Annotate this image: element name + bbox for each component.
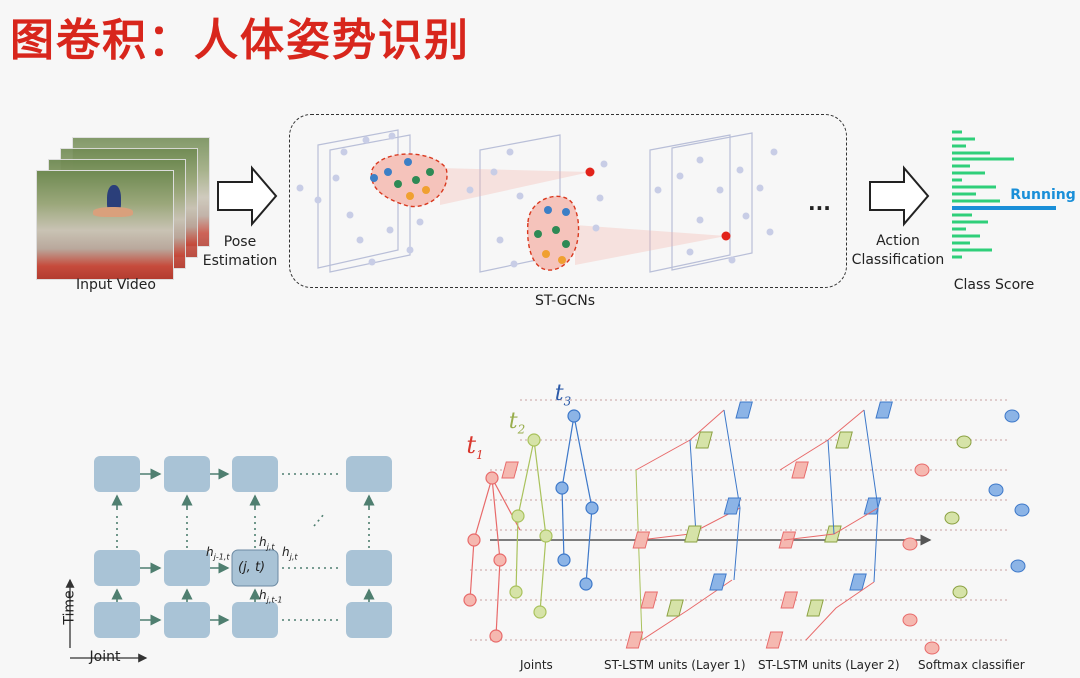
- st-gcn-container: [289, 114, 847, 288]
- t2: t: [508, 409, 518, 434]
- colored-nodes-2: [534, 206, 570, 264]
- layer2-label: ST-LSTM units (Layer 2): [758, 658, 900, 672]
- axis-arrows: [65, 578, 148, 663]
- gcn-nodes: [296, 132, 778, 268]
- h-bottom-label: hj,t-1: [259, 588, 283, 604]
- action-line2: Classification: [851, 252, 945, 268]
- joints-label: Joints: [520, 658, 553, 672]
- h-bottom-sub: j,t-1: [266, 595, 283, 605]
- grid-arrows: [111, 468, 375, 626]
- action-classification-label: Action Classification: [850, 232, 946, 270]
- lstm-layer2-units: [765, 401, 893, 649]
- skeleton-t2: [509, 433, 553, 619]
- t1: t: [466, 431, 476, 459]
- h-bottom: h: [259, 588, 267, 602]
- t3-label: t3: [548, 381, 578, 411]
- class-score-label: Class Score: [953, 277, 1035, 293]
- h-left: h: [206, 545, 214, 559]
- h-left-label: hj-1,t: [206, 545, 230, 561]
- runner-arm: [93, 207, 133, 217]
- action-line1: Action: [876, 233, 920, 249]
- center-cell-highlight: [231, 549, 279, 587]
- t3-sub: 3: [563, 394, 572, 409]
- t2-label: t2: [502, 409, 532, 439]
- joint-axis-label: Joint: [89, 649, 121, 665]
- input-video-label: Input Video: [76, 277, 156, 293]
- t1-label: t1: [460, 433, 490, 465]
- class-score-bars: [952, 130, 1014, 259]
- grid-cells: [94, 456, 392, 638]
- output-node-1: [585, 167, 595, 177]
- skeleton-t1: [463, 471, 521, 643]
- pose-line2: Estimation: [202, 253, 278, 269]
- h-left-sub: j-1,t: [213, 552, 230, 562]
- runner-figure: [107, 185, 121, 213]
- h-right: h: [282, 545, 290, 559]
- t1-sub: 1: [476, 447, 484, 462]
- pose-line1: Pose: [223, 234, 257, 250]
- colored-nodes-1: [370, 158, 434, 200]
- h-right-label: hj,t: [282, 545, 298, 561]
- grid-dotted-links: [116, 473, 370, 621]
- h-top: h: [259, 535, 267, 549]
- pose-estimation-label: Pose Estimation: [200, 233, 280, 271]
- pose-arrow: [217, 165, 278, 227]
- output-node-2: [721, 231, 731, 241]
- softmax-outputs: [902, 409, 1030, 655]
- t3: t: [554, 381, 564, 406]
- h-top-label: hj,t: [259, 535, 275, 551]
- projection-cone-1: [440, 168, 590, 205]
- projection-cone-2: [575, 225, 726, 265]
- t2-sub: 2: [517, 422, 526, 437]
- time-axis-label: Time: [61, 590, 78, 625]
- layer1-label: ST-LSTM units (Layer 1): [604, 658, 746, 672]
- running-label: Running: [1010, 187, 1076, 203]
- skeleton-t3: [555, 409, 599, 591]
- slide-title: 图卷积：人体姿势识别: [10, 15, 470, 66]
- lstm-layer1-units: [501, 401, 753, 649]
- horizontal-dotted-rows: [470, 399, 1010, 641]
- h-right-sub: j,t: [289, 552, 298, 562]
- video-frame: [36, 170, 174, 280]
- lstm-layer2-links: [779, 409, 879, 641]
- ellipsis-text: ...: [808, 191, 831, 215]
- grid-node-label: (j, t): [238, 560, 266, 575]
- softmax-label: Softmax classifier: [918, 658, 1025, 672]
- h-top-sub: j,t: [266, 542, 275, 552]
- st-gcns-label: ST-GCNs: [534, 293, 596, 309]
- action-arrow: [869, 165, 930, 227]
